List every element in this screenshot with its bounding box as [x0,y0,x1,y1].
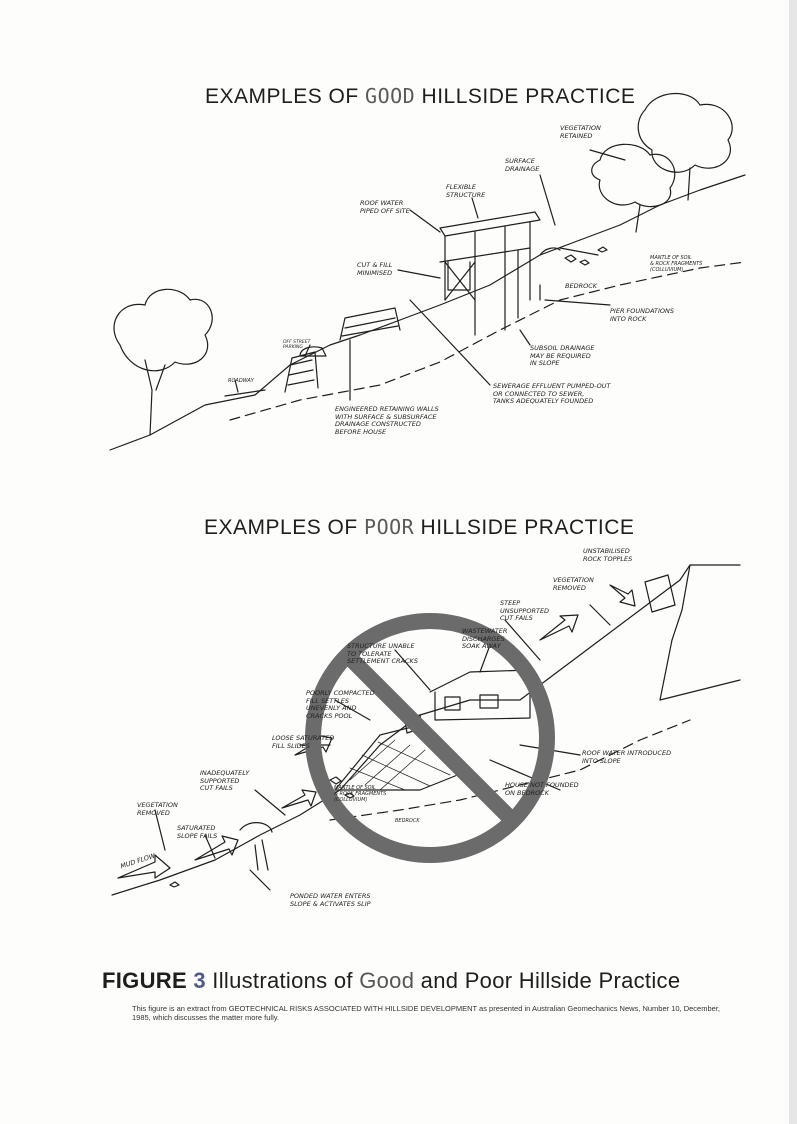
label-unstabilised-rock: UNSTABILISED ROCK TOPPLES [583,547,633,563]
good-title-suffix: HILLSIDE PRACTICE [415,85,636,108]
label-surface-drainage: SURFACE DRAINAGE [505,157,540,173]
label-ponded-water: PONDED WATER ENTERS SLOPE & ACTIVATES SL… [290,892,371,908]
good-title-prefix: EXAMPLES OF [205,85,366,108]
poor-cut-arrow [539,614,579,641]
good-ground-line [109,174,746,451]
good-practice-illustration [109,92,746,451]
label-flexible-structure: FLEXIBLE STRUCTURE [446,183,486,199]
poor-fill-hatch [349,739,451,791]
label-off-street-parking: OFF STREET PARKING [283,340,311,350]
good-wall-hatch [287,317,399,386]
poor-toppling-rock [644,574,676,613]
label-cut-fill-minimised: CUT & FILL MINIMISED [357,261,393,277]
caption-figure-number: 3 [193,968,206,993]
label-structure-unable: STRUCTURE UNABLE TO TOLERATE SETTLEMENT … [347,642,418,665]
good-practice-title: EXAMPLES OF GOOD HILLSIDE PRACTICE [205,84,635,109]
label-pier-foundations: PIER FOUNDATIONS INTO ROCK [610,307,674,323]
good-bedrock-line [229,261,746,421]
poor-title-suffix: HILLSIDE PRACTICE [414,516,635,539]
label-vegetation-removed-left: VEGETATION REMOVED [137,801,178,817]
label-good-mantle: MANTLE OF SOIL & ROCK FRAGMENTS (COLLUVI… [650,255,703,273]
prohibition-circle [305,613,555,863]
label-roadway: ROADWAY [228,378,254,384]
poor-title-prefix: EXAMPLES OF [204,516,365,539]
good-pier-foundations [474,284,541,336]
label-engineered-retaining-walls: ENGINEERED RETAINING WALLS WITH SURFACE … [335,405,439,436]
good-house-posts [444,221,531,326]
caption-figure-word: FIGURE [102,968,194,993]
label-poor-bedrock: BEDROCK [395,818,420,824]
label-wastewater: WASTEWATER DISCHARGES SOAK AWAY [462,627,508,650]
poor-slumped-toe [239,822,273,871]
good-right-tree-canopy-2 [591,143,676,208]
poor-rocks [169,776,492,888]
label-inadequately-supported: INADEQUATELY SUPPORTED CUT FAILS [200,769,250,792]
good-house-floor [439,247,531,263]
poor-mudflow-arrow-2 [194,835,239,861]
caption-text-part-1: Illustrations of [205,968,360,993]
poor-rock-arrow [609,584,636,607]
good-right-tree-trunk [635,167,691,233]
poor-bedrock-line [329,719,691,821]
label-subsoil-drainage: SUBSOIL DRAINAGE MAY BE REQUIRED IN SLOP… [530,344,595,367]
caption-text-part-2: and Poor Hillside Practice [414,968,681,993]
label-loose-fill: LOOSE SATURATED FILL SLIDES [272,734,335,750]
source-note: This figure is an extract from GEOTECHNI… [132,1004,720,1022]
label-vegetation-removed-top: VEGETATION REMOVED [553,576,594,592]
good-surface-drain [539,247,561,256]
poor-practice-illustration [111,564,741,896]
poor-title-highlight: POOR [364,515,415,539]
poor-house-body [434,684,531,721]
label-poor-mantle: MANTLE OF SOIL & ROCK FRAGMENTS (COLLUVI… [334,785,387,803]
label-vegetation-retained: VEGETATION RETAINED [560,124,601,140]
good-right-tree-canopy-1 [637,92,733,173]
poor-mudflow-arrow-1 [117,854,171,879]
label-poorly-compacted: POORLY COMPACTED FILL SETTLES UNEVENLY A… [306,689,375,720]
label-roof-water-piped: ROOF WATER PIPED OFF SITE [360,199,410,215]
good-rocks [564,246,608,266]
page-edge-right [789,0,797,1124]
poor-cliff [659,564,741,701]
poor-slip-arrow-1 [281,789,317,809]
good-title-highlight: GOOD [365,84,416,108]
label-good-bedrock: BEDROCK [565,282,598,290]
label-roof-water-introduced: ROOF WATER INTRODUCED INTO SLOPE [582,749,672,765]
caption-good-word: Good [359,968,415,993]
label-saturated-slope: SATURATED SLOPE FAILS [177,824,218,840]
figure-caption: FIGURE 3 Illustrations of Good and Poor … [102,968,680,994]
good-house-roof [439,211,541,237]
prohibition-slash [342,650,518,826]
label-house-not-founded: HOUSE NOT FOUNDED ON BEDROCK [505,781,579,797]
good-roadway [224,389,266,397]
good-house-walls [447,261,471,291]
prohibition-sign [305,613,555,863]
label-sewerage-effluent: SEWERAGE EFFLUENT PUMPED-OUT OR CONNECTE… [493,382,611,405]
good-leader-lines [234,149,626,401]
good-left-tree-canopy [113,288,213,372]
good-retaining-wall-upper [339,307,401,341]
good-parked-car [299,346,327,357]
poor-practice-title: EXAMPLES OF POOR HILLSIDE PRACTICE [204,515,634,540]
poor-house-windows [444,694,499,711]
label-steep-cut: STEEP UNSUPPORTED CUT FAILS [500,599,550,622]
